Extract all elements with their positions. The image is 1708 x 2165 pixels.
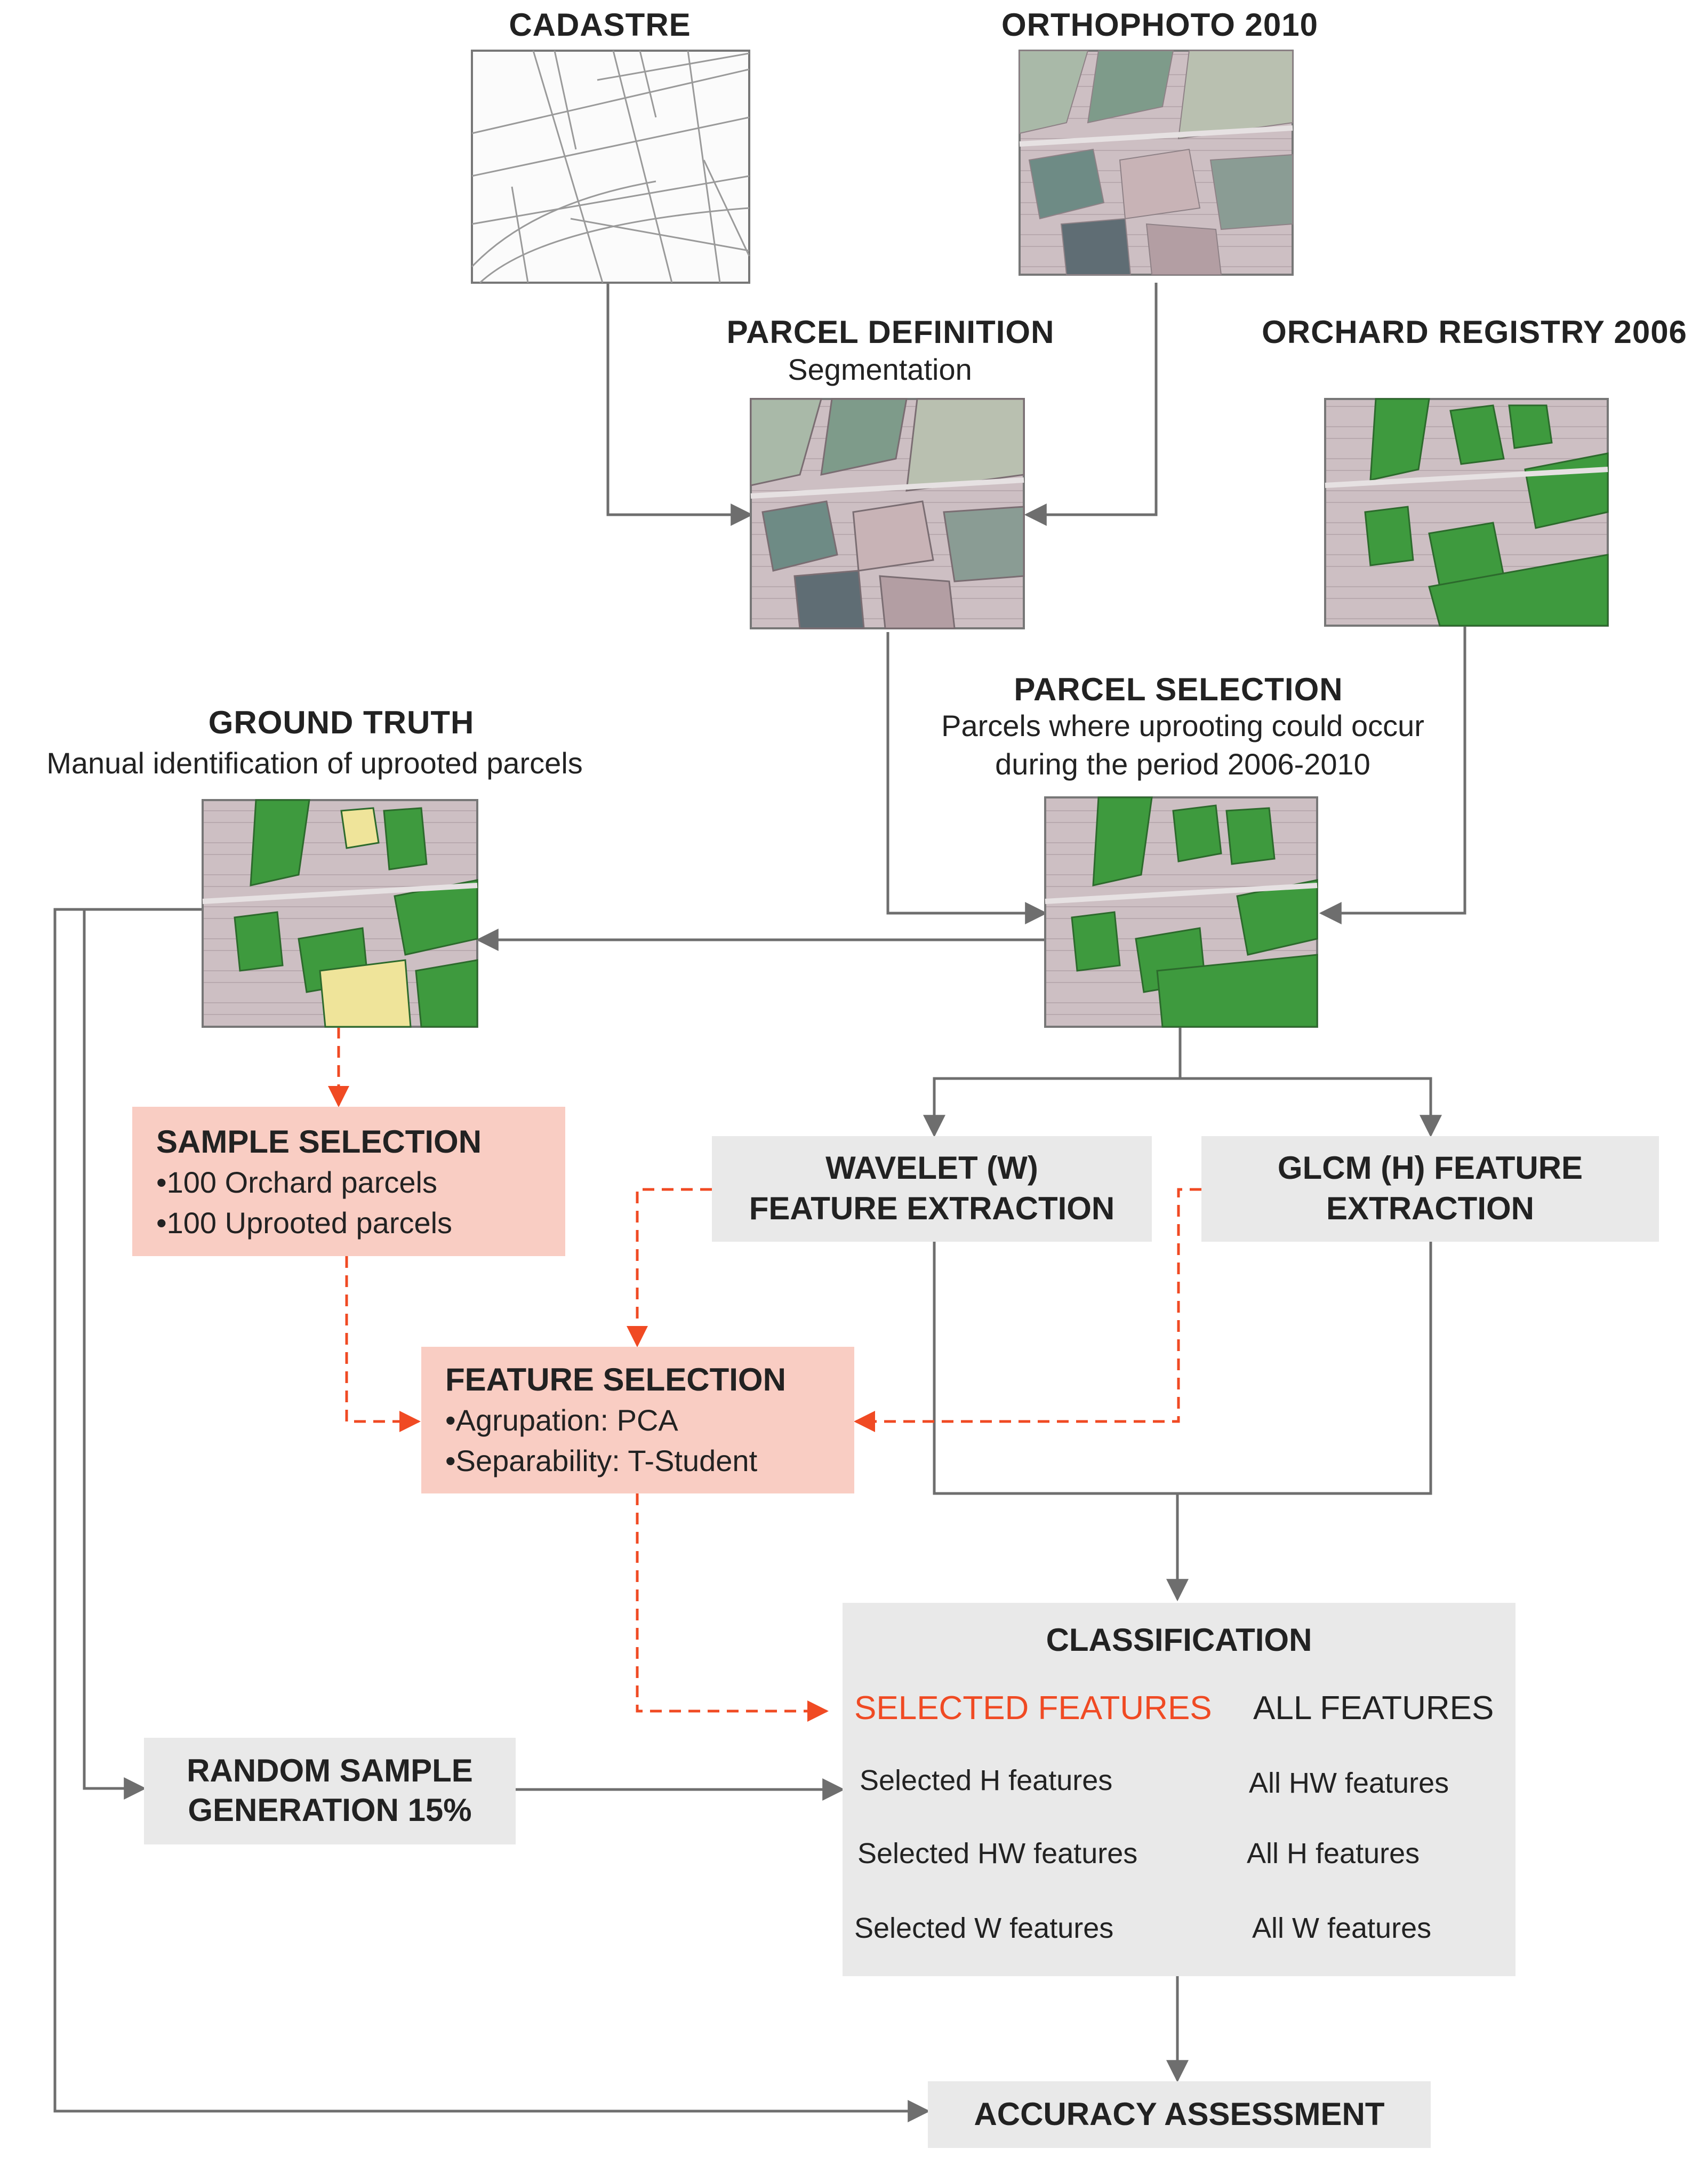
arrow-selection-to-glcm bbox=[1180, 1077, 1442, 1138]
selected-feature-item: Selected W features bbox=[854, 1912, 1114, 1944]
connectors-gray bbox=[53, 283, 1466, 2122]
orthophoto-map bbox=[1019, 50, 1294, 276]
arrow-selection-to-extraction bbox=[923, 1027, 1182, 1138]
sample-selection-item: •100 Orchard parcels bbox=[156, 1165, 437, 1199]
wavelet-line2: FEATURE EXTRACTION bbox=[749, 1191, 1115, 1226]
parcel-selection-line2: during the period 2006-2010 bbox=[995, 747, 1370, 781]
wavelet-extraction-box: WAVELET (W) FEATURE EXTRACTION bbox=[712, 1136, 1152, 1242]
wavelet-line1: WAVELET (W) bbox=[825, 1150, 1038, 1186]
classification-title: CLASSIFICATION bbox=[1046, 1622, 1312, 1658]
parcel-selection-title: PARCEL SELECTION bbox=[1014, 672, 1343, 707]
feature-selection-item: •Separability: T-Student bbox=[445, 1444, 758, 1477]
classification-box: CLASSIFICATION SELECTED FEATURES ALL FEA… bbox=[843, 1603, 1515, 1976]
sample-selection-title: SAMPLE SELECTION bbox=[156, 1124, 482, 1160]
orchard-registry-map bbox=[1324, 398, 1609, 627]
random-sample-line2: GENERATION 15% bbox=[188, 1792, 472, 1828]
parcel-selection-map bbox=[1044, 796, 1318, 1028]
parcel-selection-line1: Parcels where uprooting could occur bbox=[941, 709, 1424, 742]
arrow-wavelet-to-feature-selection bbox=[627, 1188, 712, 1347]
sample-selection-item: •100 Uprooted parcels bbox=[156, 1206, 453, 1240]
arrow-feature-selection-to-classification bbox=[636, 1493, 829, 1722]
cadastre-title: CADASTRE bbox=[509, 7, 691, 43]
orchard-registry-title: ORCHARD REGISTRY 2006 bbox=[1262, 314, 1687, 350]
all-feature-item: All HW features bbox=[1249, 1767, 1449, 1799]
ground-truth-map bbox=[202, 799, 478, 1028]
arrow-orthophoto-to-parcel-definition bbox=[1024, 283, 1158, 526]
all-features-header: ALL FEATURES bbox=[1253, 1690, 1494, 1727]
arrow-glcm-to-feature-selection bbox=[854, 1188, 1201, 1432]
ground-truth-title: GROUND TRUTH bbox=[208, 705, 475, 740]
arrow-parcel-definition-to-selection bbox=[886, 632, 1048, 924]
arrow-ground-truth-to-random-sample bbox=[83, 909, 147, 1800]
cadastre-map bbox=[471, 50, 750, 284]
all-feature-item: All W features bbox=[1252, 1912, 1432, 1944]
connectors-red bbox=[328, 1027, 1201, 1722]
parcel-definition-title: PARCEL DEFINITION bbox=[726, 314, 1055, 350]
feature-selection-box: FEATURE SELECTION •Agrupation: PCA •Sepa… bbox=[421, 1347, 854, 1493]
arrow-cadastre-to-parcel-definition bbox=[606, 283, 753, 526]
glcm-line1: GLCM (H) FEATURE bbox=[1277, 1150, 1583, 1186]
selected-feature-item: Selected H features bbox=[860, 1764, 1113, 1796]
arrow-extractions-to-classification bbox=[933, 1242, 1432, 1599]
random-sample-line1: RANDOM SAMPLE bbox=[187, 1753, 473, 1788]
selected-features-header: SELECTED FEATURES bbox=[854, 1690, 1212, 1727]
sample-selection-box: SAMPLE SELECTION •100 Orchard parcels •1… bbox=[132, 1107, 565, 1256]
parcel-definition-subtitle: Segmentation bbox=[788, 353, 972, 386]
glcm-line2: EXTRACTION bbox=[1326, 1191, 1534, 1226]
random-sample-box: RANDOM SAMPLE GENERATION 15% bbox=[144, 1738, 516, 1844]
feature-selection-item: •Agrupation: PCA bbox=[445, 1403, 678, 1437]
feature-selection-title: FEATURE SELECTION bbox=[445, 1362, 786, 1397]
orthophoto-title: ORTHOPHOTO 2010 bbox=[1001, 7, 1319, 43]
arrow-sample-selection-to-feature-selection bbox=[345, 1256, 421, 1432]
accuracy-assessment-title: ACCURACY ASSESSMENT bbox=[974, 2096, 1385, 2132]
glcm-extraction-box: GLCM (H) FEATURE EXTRACTION bbox=[1201, 1136, 1659, 1242]
all-feature-item: All H features bbox=[1247, 1838, 1420, 1870]
accuracy-assessment-box: ACCURACY ASSESSMENT bbox=[928, 2081, 1431, 2148]
selected-feature-item: Selected HW features bbox=[857, 1838, 1138, 1870]
parcel-definition-map bbox=[750, 398, 1025, 629]
arrow-orchard-registry-to-selection bbox=[1319, 627, 1466, 924]
arrow-ground-truth-to-accuracy bbox=[53, 908, 931, 2122]
ground-truth-subtitle: Manual identification of uprooted parcel… bbox=[46, 746, 583, 780]
